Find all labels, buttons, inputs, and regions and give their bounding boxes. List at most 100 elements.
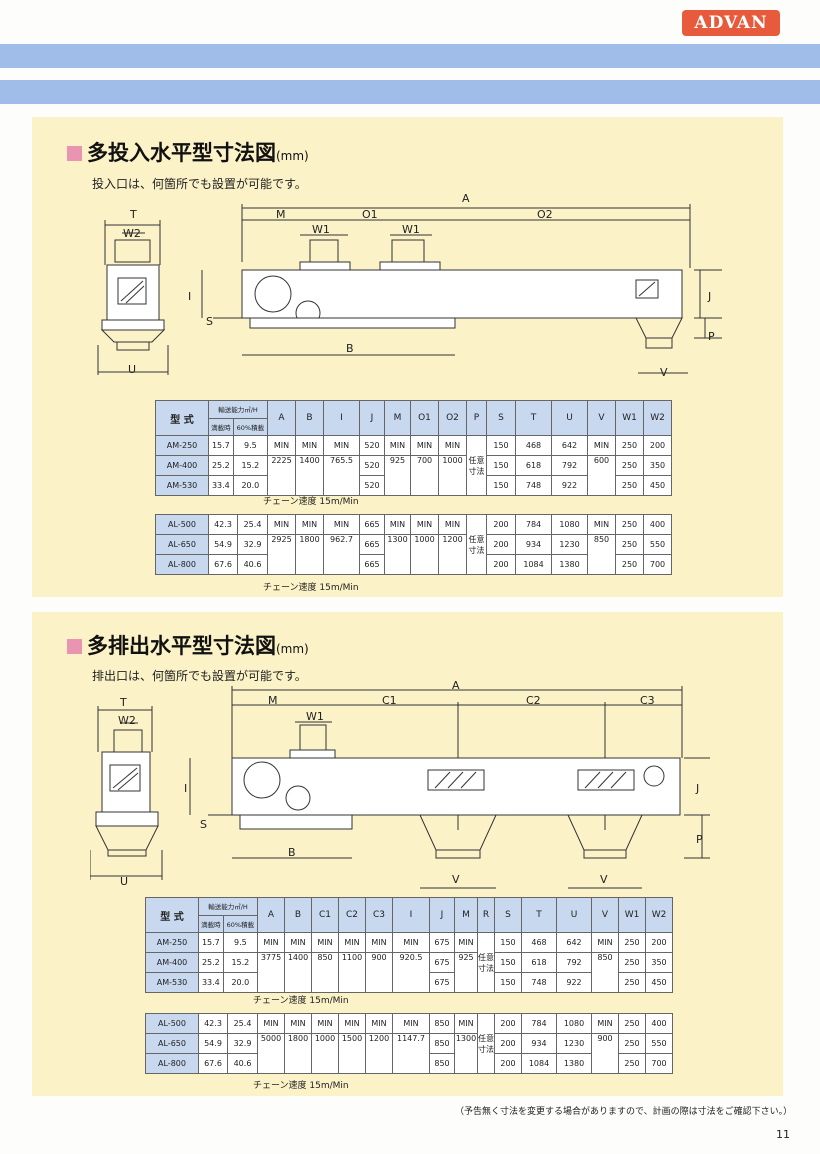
table-cell: MIN — [257, 1013, 285, 1034]
table-cell: 32.9 — [227, 1033, 258, 1054]
table-cell: 922 — [556, 972, 592, 993]
table-cell: 1380 — [551, 554, 588, 575]
table-cell: 850 — [429, 1013, 455, 1034]
table-cell: 2225 — [267, 455, 296, 496]
dim-label-U: U — [128, 363, 136, 376]
table-cell: MIN — [454, 1013, 478, 1034]
dim-label-C1: C1 — [382, 694, 397, 707]
table-row: AL-650 54.9 32.9 2925 1800 962.7 665 130… — [155, 534, 672, 575]
table-cell: 5000 — [257, 1033, 285, 1074]
dim-label-I: I — [188, 290, 191, 303]
dim-label-W1: W1 — [402, 223, 420, 236]
table-cell: 1200 — [365, 1033, 393, 1074]
table-header: W2 — [645, 897, 673, 933]
table-cell: 15.2 — [222, 952, 259, 973]
table-header: 60%積載 — [222, 914, 259, 933]
table-cell: 150 — [494, 972, 522, 993]
table-cell: 675 — [429, 972, 455, 993]
table-row: AM-530 33.4 20.0 675 150 748 922 250 450 — [145, 972, 673, 993]
table-header: O2 — [438, 400, 467, 436]
table-cell: 550 — [645, 1033, 673, 1054]
table-cell: 任意寸法 — [466, 435, 487, 496]
table-cell: 850 — [591, 952, 619, 993]
table-cell: 54.9 — [208, 534, 238, 555]
table-header: I — [323, 400, 360, 436]
dim-label-C2: C2 — [526, 694, 541, 707]
chain-speed-note: チェーン速度 15m/Min — [263, 497, 359, 507]
table-cell: 9.5 — [232, 435, 269, 456]
table-cell: 40.6 — [227, 1053, 258, 1074]
table-row: AM-530 33.4 20.0 520 150 748 922 250 450 — [155, 475, 672, 496]
section-subtitle: 排出口は、何箇所でも設置が可能です。 — [92, 669, 307, 683]
table-cell: 200 — [486, 514, 516, 535]
model-cell: AM-530 — [155, 475, 209, 496]
table-cell: 67.6 — [198, 1053, 228, 1074]
table-cell: 25.2 — [208, 455, 234, 476]
table-cell: 150 — [486, 435, 516, 456]
dim-label-W2: W2 — [118, 714, 136, 727]
title-marker — [67, 146, 82, 161]
table-row: AM-400 25.2 15.2 2225 1400 765.5 520 925… — [155, 455, 672, 496]
table-cell: 450 — [643, 475, 672, 496]
table-header: B — [284, 897, 312, 933]
table-cell: 1000 — [438, 455, 467, 496]
table-cell: 250 — [615, 435, 644, 456]
table-header: B — [295, 400, 324, 436]
table-header: J — [429, 897, 455, 933]
table-cell: 9.5 — [222, 932, 259, 953]
table-cell: 15.7 — [198, 932, 224, 953]
dim-label-A: A — [462, 192, 470, 205]
spec-table: 型 式 輸送能力㎥/H A B I J M O1 O2 P S T U V W1… — [155, 400, 672, 496]
model-cell: AL-800 — [145, 1053, 199, 1074]
brand-logo: ADVAN — [682, 10, 780, 36]
dimension-drawing-1: T W2 I S U A M O1 O2 W1 W1 B J P V — [97, 192, 722, 379]
table-cell: 665 — [359, 554, 385, 575]
table-cell: 250 — [618, 972, 646, 993]
table-cell: 42.3 — [208, 514, 238, 535]
table-cell: 850 — [587, 534, 616, 575]
table-cell: 900 — [365, 952, 393, 993]
table-cell: 748 — [521, 972, 557, 993]
model-cell: AL-650 — [145, 1033, 199, 1054]
table-cell: 665 — [359, 514, 385, 535]
table-cell: 32.9 — [237, 534, 268, 555]
table-cell: 850 — [429, 1053, 455, 1074]
table-header: U — [556, 897, 592, 933]
section-title-text: 多投入水平型寸法図 — [87, 141, 276, 165]
table-cell: 150 — [486, 455, 516, 476]
table-cell: 3775 — [257, 952, 285, 993]
table-cell: 250 — [615, 554, 644, 575]
table-cell: 150 — [494, 932, 522, 953]
table-cell: 468 — [521, 932, 557, 953]
table-cell: 850 — [429, 1033, 455, 1054]
table-cell: 600 — [587, 455, 616, 496]
table-cell: 20.0 — [222, 972, 259, 993]
table-cell: 1080 — [556, 1013, 592, 1034]
table-cell: MIN — [284, 932, 312, 953]
table-header: A — [257, 897, 285, 933]
table-cell: MIN — [591, 1013, 619, 1034]
table-cell: 1230 — [556, 1033, 592, 1054]
table-cell: 任意寸法 — [477, 932, 495, 993]
section-subtitle: 投入口は、何箇所でも設置が可能です。 — [92, 177, 307, 191]
table-cell: 920.5 — [392, 952, 430, 993]
table-header: J — [359, 400, 385, 436]
dim-label-C3: C3 — [640, 694, 655, 707]
table-cell: 520 — [359, 435, 385, 456]
table-cell: MIN — [338, 932, 366, 953]
table-row: AL-800 67.6 40.6 850 200 1084 1380 250 7… — [145, 1053, 673, 1074]
table-cell: 150 — [486, 475, 516, 496]
table-header: C1 — [311, 897, 339, 933]
table-cell: 2925 — [267, 534, 296, 575]
model-cell: AM-400 — [145, 952, 199, 973]
dim-label-O1: O1 — [362, 208, 378, 221]
table-header: C3 — [365, 897, 393, 933]
model-cell: AM-400 — [155, 455, 209, 476]
table-cell: 1200 — [438, 534, 467, 575]
section-title: 多排出水平型寸法図(mm) — [67, 630, 309, 660]
table-cell: 400 — [643, 514, 672, 535]
dim-label-B: B — [288, 846, 296, 859]
table-cell: 67.6 — [208, 554, 238, 575]
table-cell: 618 — [521, 952, 557, 973]
dim-label-W2: W2 — [123, 227, 141, 240]
